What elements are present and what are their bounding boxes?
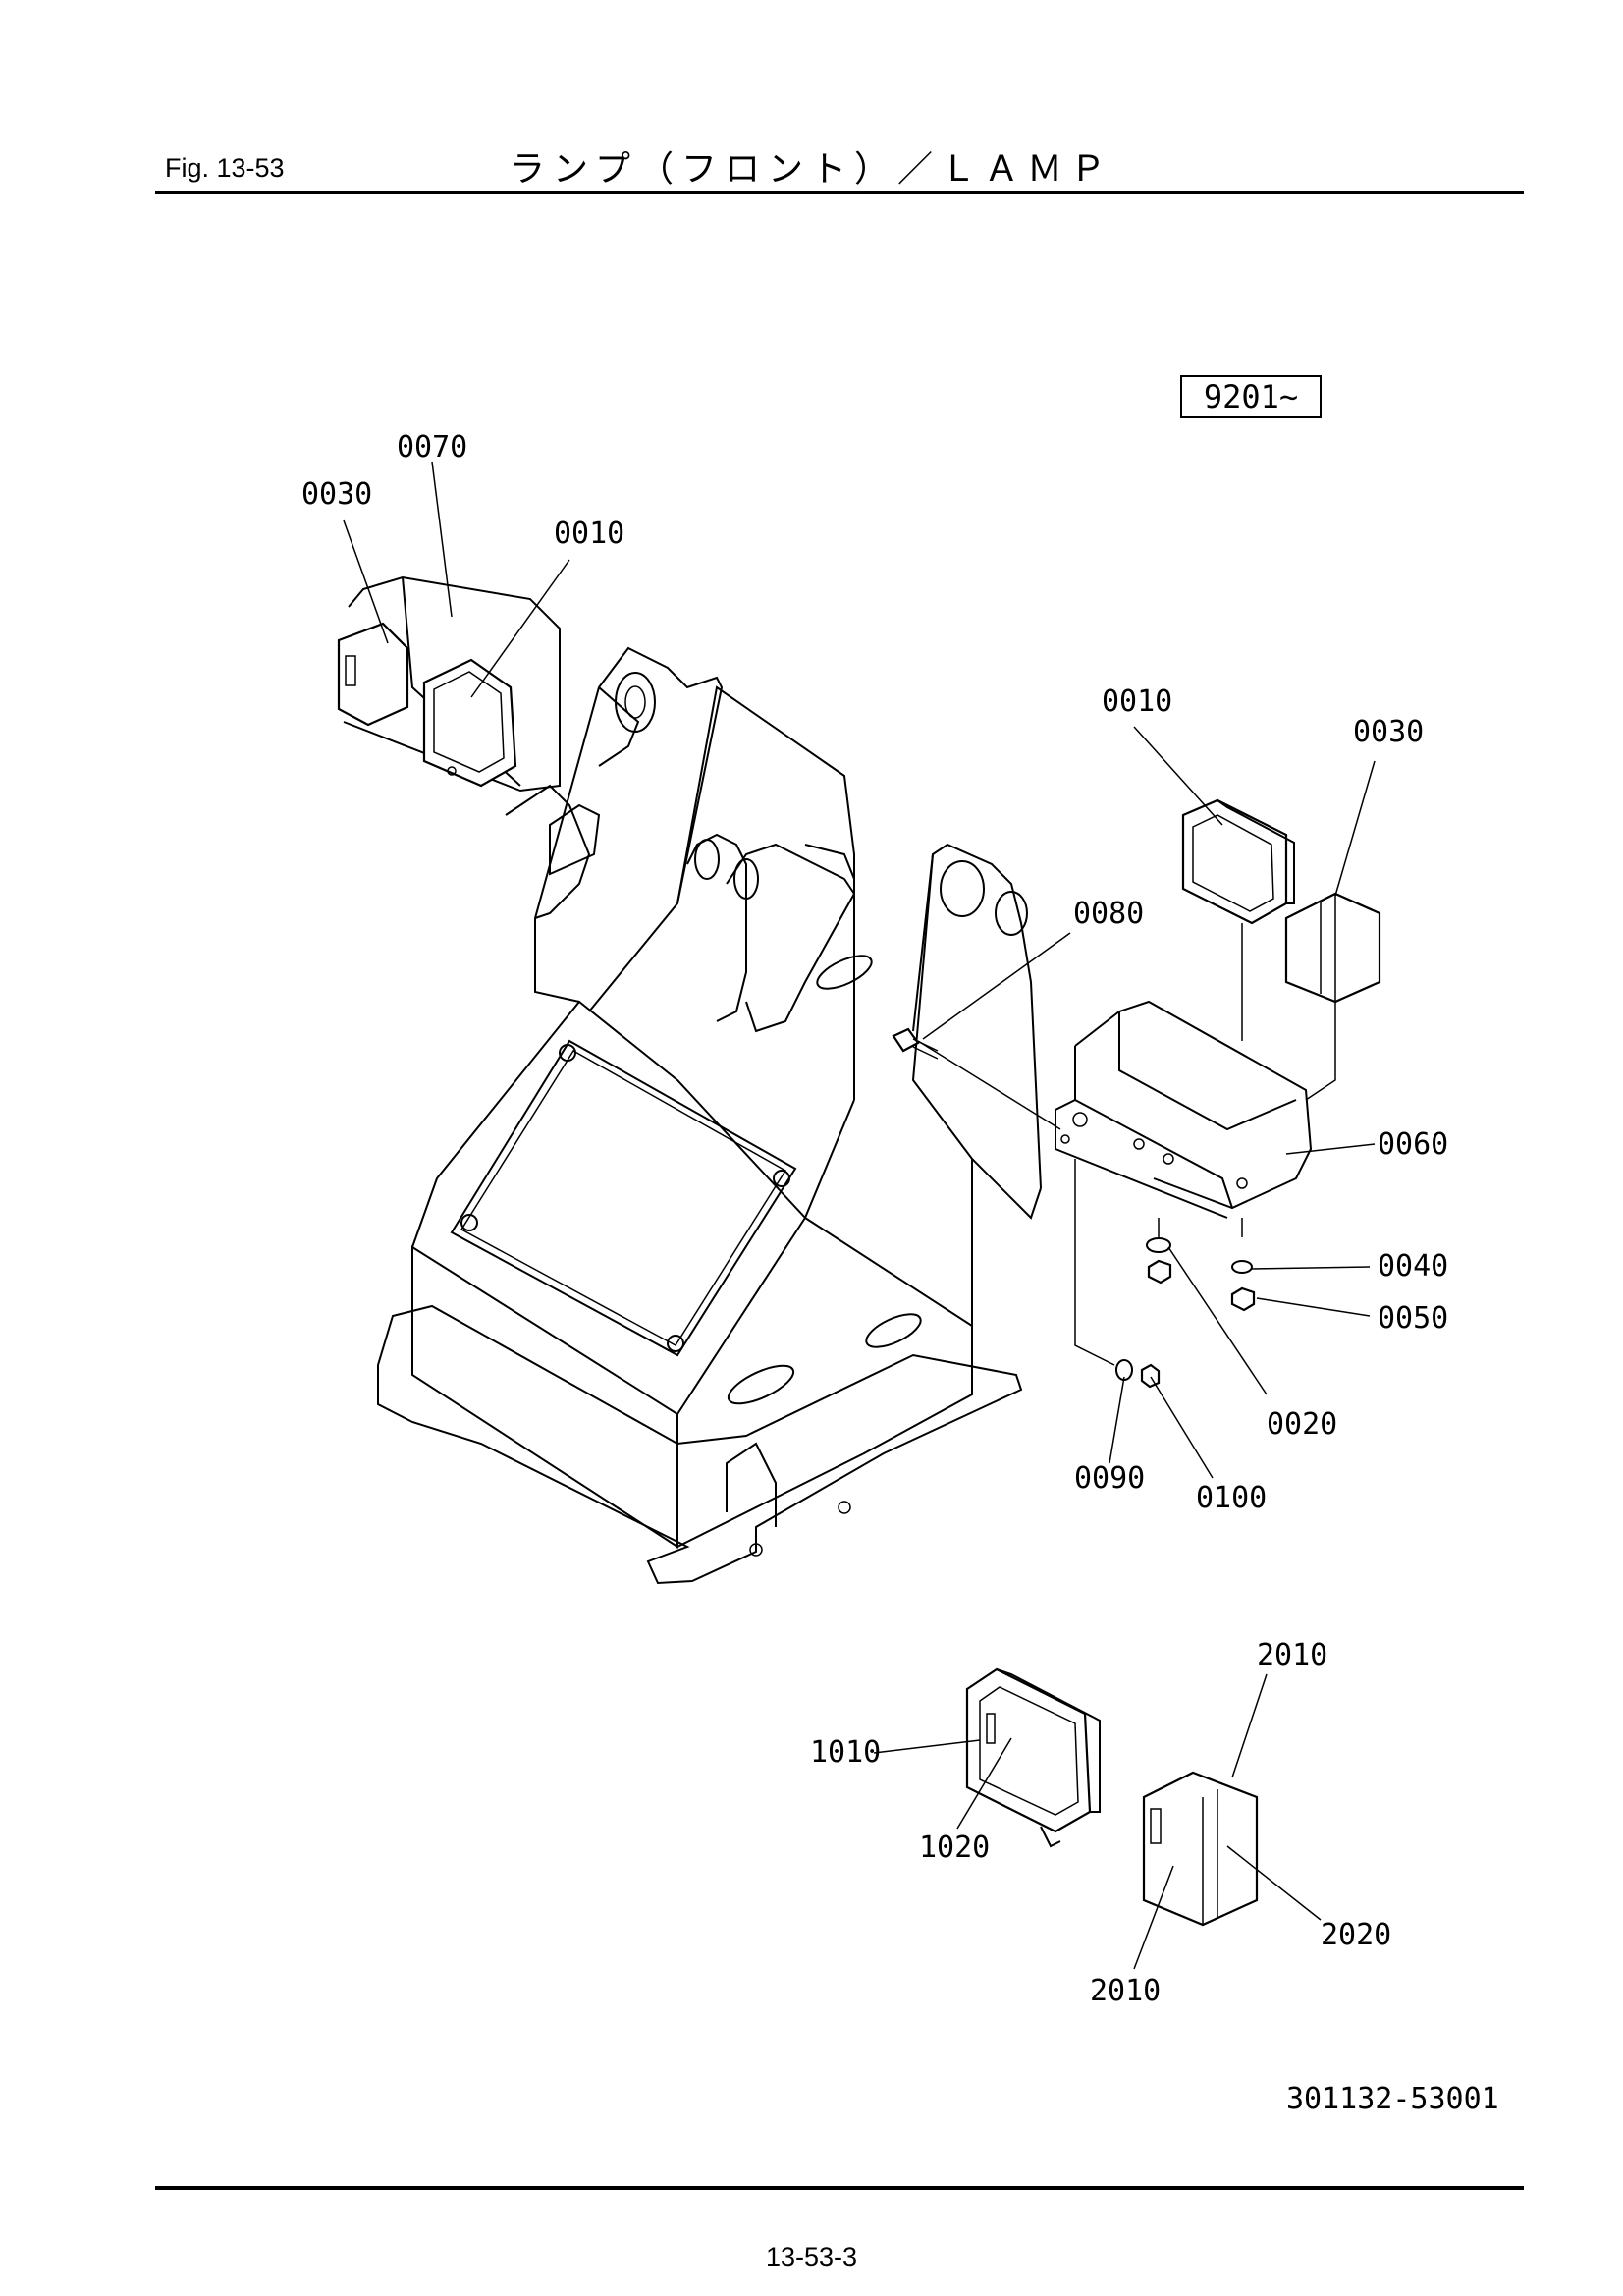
- callout-0040: 0040: [1378, 1249, 1448, 1284]
- leader-lines: [343, 461, 1376, 1970]
- callout-2010-bottom: 2010: [1090, 1974, 1161, 2008]
- callout-0080: 0080: [1073, 897, 1144, 931]
- callout-0060: 0060: [1378, 1127, 1448, 1162]
- spare-lamps-drawing: [965, 1667, 1259, 1927]
- footer-rule: [155, 2186, 1524, 2190]
- callout-0010-left: 0010: [554, 517, 624, 551]
- page-title: ランプ（フロント）／ＬＡＭＰ: [510, 149, 1113, 190]
- lamp-bracket-assembly: [892, 798, 1381, 1389]
- header-rule: [155, 191, 1524, 194]
- callout-1020: 1020: [919, 1831, 990, 1865]
- callout-2020: 2020: [1321, 1918, 1391, 1952]
- drawing-number: 301132-53001: [1286, 2082, 1499, 2116]
- callout-2010-top: 2010: [1257, 1638, 1327, 1672]
- callout-0020: 0020: [1267, 1407, 1337, 1442]
- callout-0070: 0070: [397, 430, 467, 465]
- callout-0100: 0100: [1196, 1481, 1267, 1515]
- callout-0090: 0090: [1074, 1461, 1145, 1496]
- front-frame-drawing: [337, 575, 1042, 1585]
- callout-labels: 0070 0030 0010 0010 0030 0080 0060 0040 …: [301, 430, 1448, 2008]
- callout-0010-right: 0010: [1102, 684, 1172, 719]
- figure-number: Fig. 13-53: [165, 153, 285, 183]
- callout-0050: 0050: [1378, 1301, 1448, 1336]
- serial-range-box: 9201∼: [1180, 375, 1322, 418]
- callout-0030-left: 0030: [301, 477, 372, 512]
- callout-0030-right: 0030: [1353, 715, 1424, 749]
- page-number: 13-53-3: [765, 2242, 858, 2271]
- callout-1010: 1010: [810, 1735, 881, 1770]
